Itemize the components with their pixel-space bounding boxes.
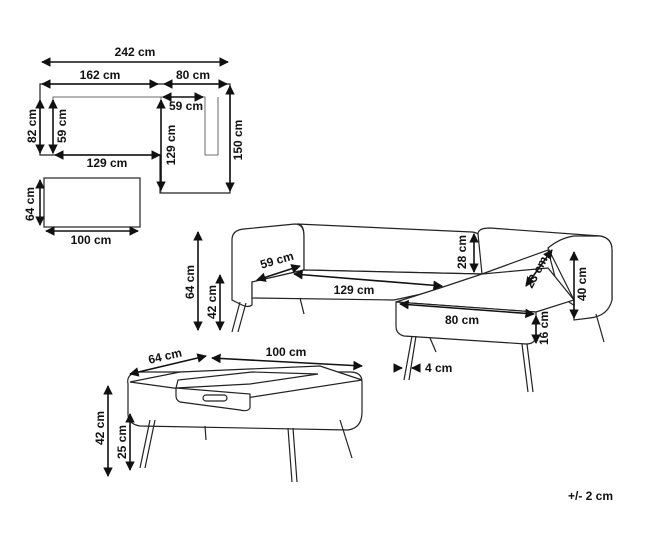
chaise-leg-back-right (595, 313, 605, 343)
table-leg-front-right (287, 427, 293, 483)
table-tray-front (175, 387, 251, 412)
label-chaise-width: 80 cm (176, 68, 210, 82)
sofa-leg-back (299, 297, 305, 315)
label-table-width: 100 cm (71, 233, 112, 247)
label-seat-length-chaise: 129 cm (164, 125, 178, 166)
label-backrest-height: 28 cm (455, 235, 469, 269)
label-leg-height: 16 cm (537, 311, 551, 345)
chaise-leg-mid (429, 337, 437, 353)
label-seat-depth-sofa: 59 cm (55, 109, 69, 143)
table-tray (175, 371, 319, 389)
label-table-height: 42 cm (93, 411, 107, 445)
chaise-leg-front-left-2 (408, 335, 417, 381)
table-leg-front-left-2 (144, 419, 156, 469)
table-leg-front-right-2 (292, 427, 298, 483)
dim-line-seat-width (293, 269, 443, 291)
sofa-leg-left (231, 301, 241, 333)
plan-sofa-seat (52, 96, 162, 156)
label-overall-length: 150 cm (231, 120, 245, 161)
dim-line-table-width (211, 353, 363, 371)
chaise-leg-front-right (521, 343, 529, 393)
table-leg-back-left (204, 425, 207, 441)
chaise-leg-front-left (403, 335, 413, 381)
label-sofa-width: 162 cm (80, 68, 121, 82)
chaise-arm (547, 235, 613, 321)
label-leg-width: 4 cm (425, 361, 452, 375)
dim-line-chaise-width (399, 299, 535, 319)
dim-line-table-depth (129, 353, 207, 377)
label-table-depth-view: 64 cm (147, 345, 183, 366)
table-view: 64 cm 100 cm 42 cm 25 cm (93, 345, 363, 483)
label-chaise-width: 80 cm (445, 313, 479, 327)
chaise-leg-front-right-2 (526, 343, 534, 393)
plan-table-outline (43, 177, 141, 228)
plan-sofa-outline (39, 83, 231, 194)
plan-view: 242 cm 162 cm 80 cm 82 cm 59 cm 129 cm 5… (23, 45, 245, 247)
sofa-view: 64 cm 42 cm 59 cm 129 cm 28 cm 23 cm 40 … (183, 223, 613, 393)
tray-handle (202, 394, 228, 402)
label-sofa-depth: 82 cm (25, 109, 39, 143)
label-table-width-view: 100 cm (266, 345, 307, 359)
table-leg-front-left (139, 419, 151, 469)
dim-line-armrest-depth (525, 249, 553, 287)
table-leg-back-right (339, 419, 353, 459)
tolerance-note: +/- 2 cm (568, 489, 613, 503)
label-seat-depth-chaise: 59 cm (169, 99, 203, 113)
label-overall-width: 242 cm (115, 45, 156, 59)
label-armrest-height: 40 cm (575, 267, 589, 301)
label-seat-width-sofa: 129 cm (87, 156, 128, 170)
sofa-leg-left-2 (237, 302, 247, 333)
label-seat-width: 129 cm (334, 283, 375, 297)
dim-line-seat-depth (256, 264, 301, 282)
label-table-depth: 64 cm (23, 187, 37, 221)
label-total-height: 64 cm (183, 265, 197, 299)
label-seat-height: 42 cm (205, 285, 219, 319)
label-table-leg-height: 25 cm (115, 425, 129, 459)
